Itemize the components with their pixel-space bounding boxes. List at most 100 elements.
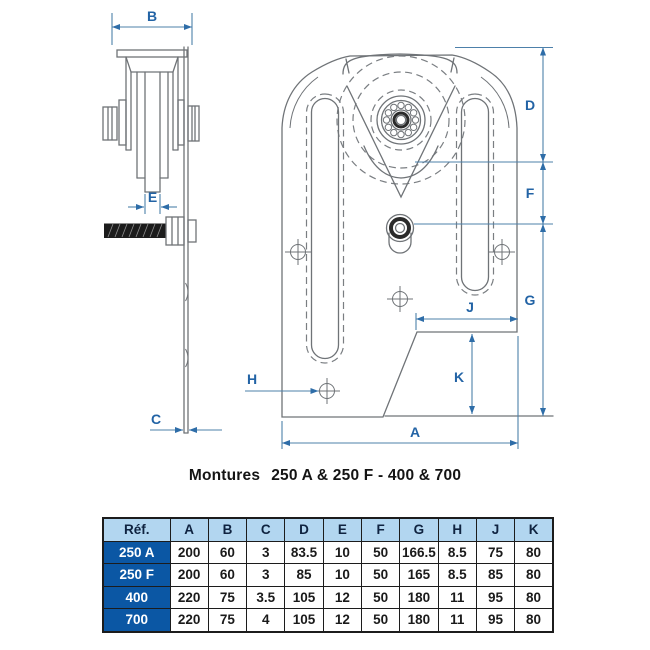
cell: 11 <box>437 608 477 632</box>
cell: 50 <box>360 585 401 609</box>
col-header-C: C <box>246 517 286 542</box>
cell: 80 <box>514 585 554 609</box>
front-view: D F G A J K H <box>245 46 554 449</box>
cell: 50 <box>360 608 401 632</box>
cell: 83.5 <box>284 540 324 564</box>
dim-label-D: D <box>525 97 535 113</box>
cell: 80 <box>514 540 554 564</box>
bracket-top <box>116 49 188 58</box>
cell: 50 <box>360 563 401 587</box>
row-header-400: 400 <box>102 585 171 609</box>
cell: 12 <box>322 585 362 609</box>
table-header-row: Réf. A B C D E F G H J K <box>102 517 554 542</box>
cell: 85 <box>475 563 516 587</box>
cell: 50 <box>360 540 401 564</box>
table-row: 250 F 200 60 3 85 10 50 165 8.5 85 80 <box>102 563 554 587</box>
table-row: 400 220 75 3.5 105 12 50 180 11 95 80 <box>102 585 554 609</box>
cell: 10 <box>322 563 362 587</box>
drawing-title: Montures 250 A & 250 F - 400 & 700 <box>0 467 650 485</box>
cell: 60 <box>207 563 248 587</box>
plate-bend-mark <box>185 348 189 368</box>
cell: 3 <box>246 563 286 587</box>
cell: 166.5 <box>399 540 439 564</box>
right-slot-hidden <box>455 93 495 296</box>
col-header-F: F <box>360 517 401 542</box>
cell: 80 <box>514 608 554 632</box>
cell: 8.5 <box>437 563 477 587</box>
cell: 4 <box>246 608 286 632</box>
cell: 75 <box>207 585 248 609</box>
bracket-channel <box>125 56 179 73</box>
v-bracket <box>346 85 456 199</box>
lock-nut <box>385 213 415 254</box>
dim-label-C: C <box>151 411 161 427</box>
cell: 200 <box>169 563 209 587</box>
cell: 105 <box>284 585 324 609</box>
spec-table-wrap: Réf. A B C D E F G H J K 250 A 200 60 3 … <box>102 517 554 633</box>
col-header-K: K <box>514 517 554 542</box>
dim-A: A <box>281 336 519 449</box>
technical-drawing: B E C <box>102 8 554 449</box>
pulley-hidden-circles <box>336 55 466 185</box>
dim-C: C <box>150 411 222 433</box>
cell: 180 <box>399 585 439 609</box>
cell: 220 <box>169 585 209 609</box>
right-slot <box>460 97 490 292</box>
drawing-title-word: Montures <box>188 467 261 484</box>
dim-H: H <box>245 371 319 394</box>
cell: 8.5 <box>437 540 477 564</box>
table-row: 700 220 75 4 105 12 50 180 11 95 80 <box>102 608 554 632</box>
row-header-700: 700 <box>102 608 171 632</box>
row-header-250A: 250 A <box>102 540 171 564</box>
left-slot <box>310 97 340 360</box>
mount-plate-outline <box>281 54 518 418</box>
spec-table: Réf. A B C D E F G H J K 250 A 200 60 3 … <box>102 517 554 633</box>
col-header-D: D <box>284 517 324 542</box>
cell: 3 <box>246 540 286 564</box>
col-header-H: H <box>437 517 477 542</box>
cell: 105 <box>284 608 324 632</box>
dim-J: J <box>415 299 518 330</box>
threaded-bolt <box>104 216 197 246</box>
dim-label-G: G <box>525 292 536 308</box>
left-slot-hidden <box>305 93 345 364</box>
fixing-holes <box>285 239 515 404</box>
axle-bolt <box>102 99 200 146</box>
col-header-B: B <box>207 517 248 542</box>
dim-B: B <box>111 8 193 45</box>
pulley-wheel-side <box>136 71 169 193</box>
cell: 220 <box>169 608 209 632</box>
cell: 200 <box>169 540 209 564</box>
dim-DFG: D F G <box>414 46 553 416</box>
top-strap <box>342 53 458 75</box>
cell: 75 <box>207 608 248 632</box>
dim-label-K: K <box>454 369 464 385</box>
cell: 10 <box>322 540 362 564</box>
cell: 80 <box>514 563 554 587</box>
col-header-ref: Réf. <box>102 517 171 542</box>
ball-bearing <box>376 95 426 145</box>
cell: 95 <box>475 585 516 609</box>
dim-label-E: E <box>148 189 157 205</box>
cell: 165 <box>399 563 439 587</box>
dim-K: K <box>454 334 475 414</box>
cell: 12 <box>322 608 362 632</box>
cell: 60 <box>207 540 248 564</box>
cell: 95 <box>475 608 516 632</box>
row-header-250F: 250 F <box>102 563 171 587</box>
cell: 180 <box>399 608 439 632</box>
dim-label-H: H <box>247 371 257 387</box>
col-header-E: E <box>322 517 362 542</box>
dim-label-A: A <box>410 424 420 440</box>
dim-label-B: B <box>147 8 157 24</box>
drawing-title-models: 250 A & 250 F - 400 & 700 <box>271 467 462 484</box>
table-row: 250 A 200 60 3 83.5 10 50 166.5 8.5 75 8… <box>102 540 554 564</box>
cell: 85 <box>284 563 324 587</box>
col-header-A: A <box>169 517 209 542</box>
plate-bend-mark <box>185 282 189 302</box>
dim-label-F: F <box>526 185 535 201</box>
dim-label-J: J <box>466 299 474 315</box>
col-header-G: G <box>399 517 439 542</box>
side-view: B E C <box>102 8 222 434</box>
dim-E: E <box>128 189 177 214</box>
